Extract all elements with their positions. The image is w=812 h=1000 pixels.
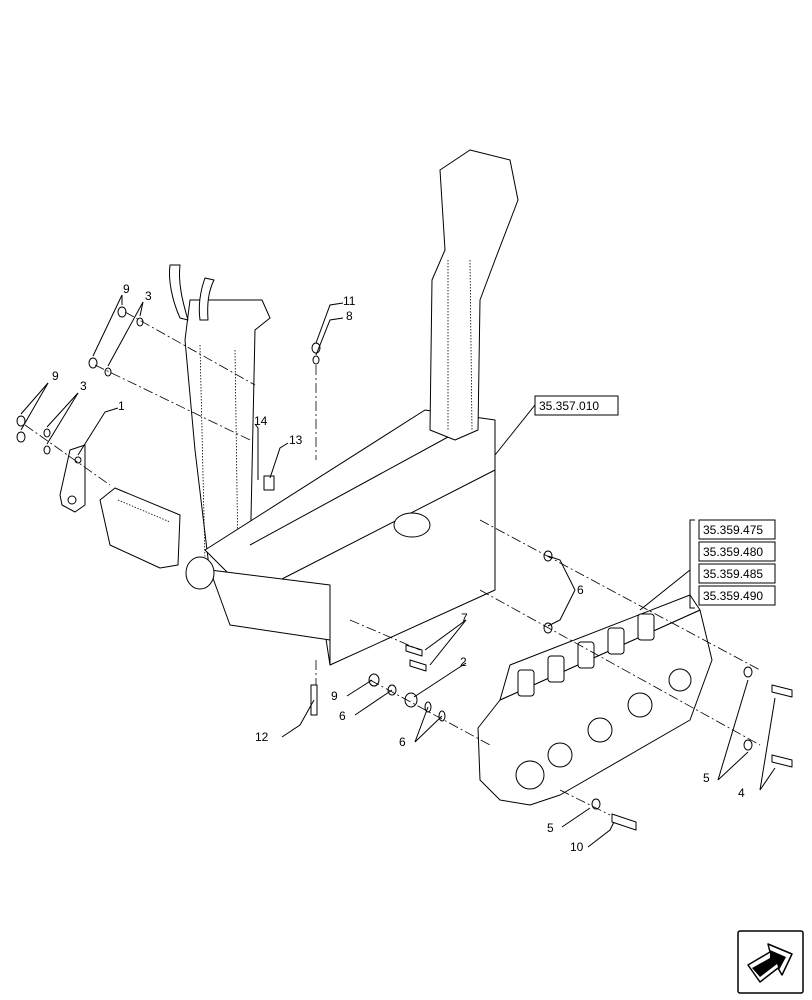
reference-valve-3-label: 35.359.485 — [703, 567, 763, 581]
callout-13: 13 — [289, 433, 303, 447]
leader-lines — [20, 294, 776, 848]
mounting-frame — [99, 149, 519, 666]
callout-14: 14 — [254, 414, 268, 428]
assembly-lines — [24, 311, 761, 816]
callout-9-middle: 9 — [331, 689, 338, 703]
reference-valve-3[interactable]: 35.359.485 — [698, 563, 776, 584]
reference-valve-4-label: 35.359.490 — [703, 589, 763, 603]
callout-2: 2 — [460, 655, 467, 669]
reference-frame-label: 35.357.010 — [539, 399, 599, 413]
callout-6-right: 6 — [577, 583, 584, 597]
callout-10: 10 — [570, 840, 584, 854]
reference-valve-4[interactable]: 35.359.490 — [698, 585, 776, 606]
callout-6-lower: 6 — [399, 735, 406, 749]
callout-12: 12 — [255, 730, 269, 744]
callout-labels: 1 2 3 3 4 5 5 6 6 6 7 8 9 9 9 10 11 12 1… — [52, 282, 745, 854]
reference-frame-box[interactable]: 35.357.010 — [534, 395, 619, 416]
control-valve-block — [477, 594, 713, 806]
callout-1: 1 — [118, 399, 125, 413]
callout-9-left: 9 — [52, 369, 59, 383]
reference-valve-group: 35.359.475 35.359.480 35.359.485 35.359.… — [689, 519, 776, 609]
callout-3-upper: 3 — [145, 289, 152, 303]
callout-8: 8 — [346, 309, 353, 323]
callout-3-lower: 3 — [80, 379, 87, 393]
reference-valve-2[interactable]: 35.359.480 — [698, 541, 776, 562]
callout-9-upper: 9 — [123, 282, 130, 296]
navigation-arrow-icon[interactable] — [737, 930, 804, 994]
callout-7: 7 — [461, 611, 468, 625]
callout-5-lower: 5 — [547, 821, 554, 835]
callout-6-middle: 6 — [339, 709, 346, 723]
reference-valve-1[interactable]: 35.359.475 — [698, 519, 776, 540]
callout-4: 4 — [738, 786, 745, 800]
callout-5-right: 5 — [703, 771, 710, 785]
reference-valve-1-label: 35.359.475 — [703, 523, 763, 537]
reference-valve-2-label: 35.359.480 — [703, 545, 763, 559]
callout-11: 11 — [343, 294, 356, 308]
